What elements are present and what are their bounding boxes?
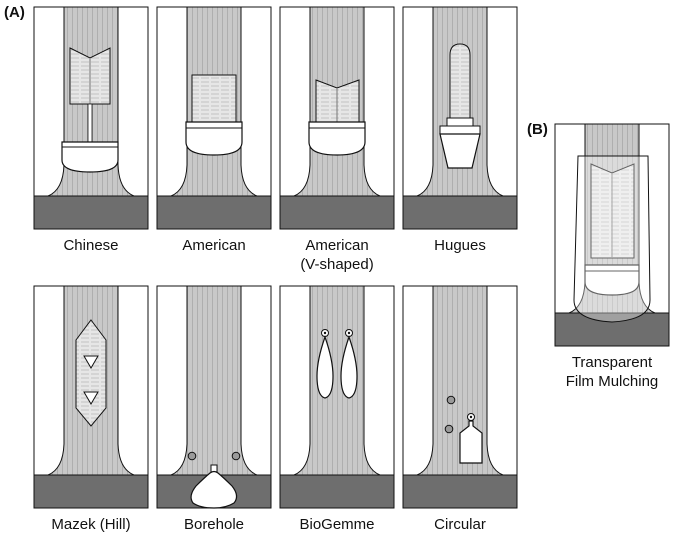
box-hugues	[402, 6, 518, 230]
box-biogemme	[279, 285, 395, 509]
caption-mazek-hill: Mazek (Hill)	[51, 516, 131, 533]
panel-a-label: (A)	[4, 4, 25, 21]
box-chinese	[33, 6, 149, 230]
caption-hugues: Hugues	[434, 237, 486, 254]
panel-b-label: (B)	[527, 121, 548, 138]
caption-biogemme: BioGemme	[299, 516, 375, 533]
box-american	[156, 6, 272, 230]
box-circular	[402, 285, 518, 509]
caption-american: American	[182, 237, 246, 254]
box-borehole	[156, 285, 272, 509]
caption-american-v-shaped: American(V-shaped)	[300, 237, 374, 273]
caption-circular: Circular	[434, 516, 486, 533]
caption-chinese: Chinese	[63, 237, 119, 254]
box-transparent-film-mulching	[554, 123, 670, 347]
box-mazek-hill	[33, 285, 149, 509]
caption-borehole: Borehole	[183, 516, 245, 533]
box-american-v-shaped	[279, 6, 395, 230]
